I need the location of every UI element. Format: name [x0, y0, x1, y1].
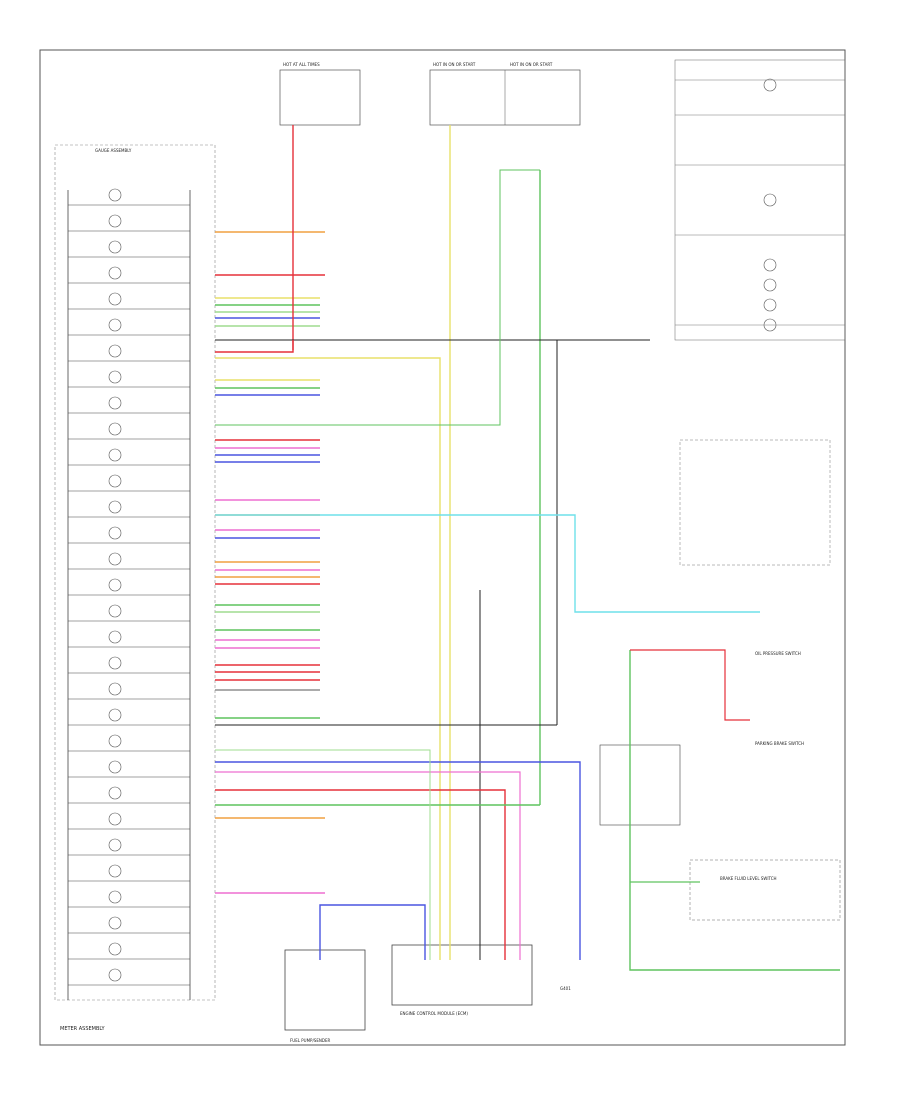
red-return — [215, 340, 294, 353]
gauge-lamp-symbol — [108, 448, 122, 462]
gauge-lamp-symbol — [108, 682, 122, 696]
right-label-brake-fluid: BRAKE FLUID LEVEL SWITCH — [720, 876, 777, 881]
gauge-lamp-symbol — [108, 370, 122, 384]
gauge-lamp-symbol — [108, 266, 122, 280]
gauge-lamp-symbol — [108, 318, 122, 332]
right-bottom-box — [689, 859, 841, 921]
bottom-label-ecm: ENGINE CONTROL MODULE (ECM) — [400, 1011, 468, 1016]
gauge-lamp-symbol — [108, 578, 122, 592]
ground-label: G401 — [560, 986, 571, 991]
gauge-lamp-symbol — [108, 214, 122, 228]
gauge-symbol-group — [68, 188, 190, 986]
pink-wire — [215, 771, 521, 960]
gauge-lamp-symbol — [108, 656, 122, 670]
fuse-box-top-label-1: HOT AT ALL TIMES — [283, 62, 320, 67]
green-right — [629, 650, 840, 971]
indicator-lamp-symbol — [763, 278, 777, 292]
indicator-lamp-symbol — [763, 258, 777, 272]
right-label-oil-pressure: OIL PRESSURE SWITCH — [755, 651, 801, 656]
diagram-frame — [39, 49, 846, 1046]
green-branch — [215, 210, 501, 426]
gauge-lamp-symbol — [108, 760, 122, 774]
gauge-lamp-symbol — [108, 734, 122, 748]
gauge-lamp-symbol — [108, 708, 122, 722]
right-lamp-group — [675, 78, 845, 332]
fuel-pump-box — [284, 949, 366, 1031]
wire-group — [215, 125, 840, 971]
ecm-connector-box — [391, 944, 533, 1006]
red-wire — [215, 789, 506, 960]
indicator-lamp-symbol — [763, 193, 777, 207]
gauge-lamp-symbol — [108, 630, 122, 644]
blue-wire — [215, 761, 581, 960]
gauge-lamp-symbol — [108, 552, 122, 566]
indicator-lamp-symbol — [763, 78, 777, 92]
gauge-lamp-symbol — [108, 916, 122, 930]
right-label-parking-brake: PARKING BRAKE SWITCH — [755, 741, 804, 746]
blue-loop — [319, 904, 426, 960]
gauge-lamp-symbol — [108, 396, 122, 410]
right-component-block — [674, 59, 846, 341]
gauge-lamp-symbol — [108, 864, 122, 878]
gauge-lamp-symbol — [108, 838, 122, 852]
gauge-lamp-symbol — [108, 292, 122, 306]
gauge-lamp-symbol — [108, 188, 122, 202]
gauge-cluster-caption: GAUGE ASSEMBLY — [95, 148, 132, 153]
green-top — [499, 169, 540, 210]
gauge-lamp-symbol — [108, 500, 122, 514]
panel-caption: METER ASSEMBLY — [60, 1026, 106, 1032]
gauge-lamp-symbol — [108, 344, 122, 358]
fuse-box-top-label-2: HOT IN ON OR START — [433, 62, 476, 67]
gauge-lamp-symbol — [108, 474, 122, 488]
gauge-lamp-symbol — [108, 422, 122, 436]
gauge-lamp-symbol — [108, 786, 122, 800]
yellow-branch — [215, 357, 441, 960]
gauge-lamp-symbol — [108, 240, 122, 254]
red-right — [630, 649, 750, 721]
fuse-box-1 — [279, 69, 361, 126]
cyan-wire — [215, 514, 760, 613]
gauge-lamp-symbol — [108, 890, 122, 904]
gauge-lamp-symbol — [108, 968, 122, 982]
gauge-assembly-box — [54, 144, 216, 1001]
lightgreen-wire — [215, 749, 431, 960]
meter-region — [679, 439, 831, 566]
gauge-lamp-symbol — [108, 604, 122, 618]
gauge-lamp-symbol — [108, 526, 122, 540]
fuse-box-top-label-3: HOT IN ON OR START — [510, 62, 553, 67]
gauge-lamp-symbol — [108, 812, 122, 826]
indicator-lamp-symbol — [763, 298, 777, 312]
gauge-lamp-symbol — [108, 942, 122, 956]
relay-box-right — [599, 744, 681, 826]
bottom-label-fuel-pump: FUEL PUMP/SENDER — [290, 1038, 330, 1043]
